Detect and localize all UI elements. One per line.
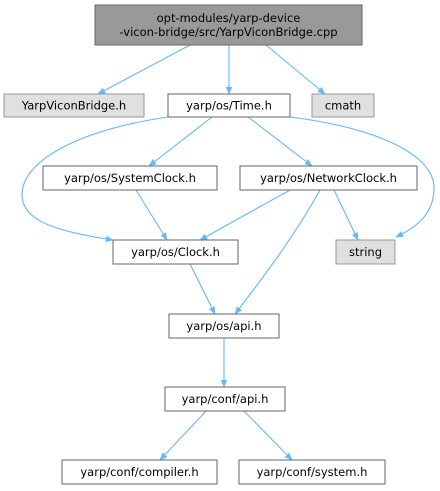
node-label: yarp/os/Time.h [186, 99, 272, 113]
edge-time-h-to-clock-h [21, 116, 169, 243]
edge-systemclock-h-to-clock-h [135, 189, 168, 241]
edge-root-to-cmath [265, 44, 326, 95]
node-yarp-os-systemclock-h[interactable]: yarp/os/SystemClock.h [42, 165, 218, 191]
node-box [42, 165, 218, 191]
node-label: cmath [325, 99, 361, 113]
node-yarpviconbridge-h[interactable]: YarpViconBridge.h [3, 93, 145, 118]
node-root-yarpviconbridge-cpp[interactable]: opt-modules/yarp-device-vicon-bridge/src… [94, 4, 363, 46]
node-yarp-os-time-h[interactable]: yarp/os/Time.h [167, 93, 291, 118]
node-box [3, 93, 145, 118]
node-label: yarp/conf/system.h [257, 465, 368, 479]
edge-conf-api-h-to-system-h [243, 410, 293, 461]
node-yarp-conf-system-h[interactable]: yarp/conf/system.h [238, 459, 386, 485]
node-box [168, 313, 280, 339]
node-box [167, 93, 291, 118]
node-box [164, 386, 286, 412]
edge-networkclock-h-to-string [333, 189, 359, 241]
node-box [335, 239, 396, 265]
node-yarp-os-clock-h[interactable]: yarp/os/Clock.h [112, 239, 239, 265]
node-label: yarp/os/Clock.h [131, 245, 220, 259]
node-yarp-os-api-h[interactable]: yarp/os/api.h [168, 313, 280, 339]
edge-networkclock-h-to-os-api-h [234, 189, 321, 315]
node-label: yarp/conf/api.h [182, 392, 269, 406]
edge-conf-api-h-to-compiler-h [159, 410, 207, 461]
node-box [61, 459, 218, 485]
node-string[interactable]: string [335, 239, 396, 265]
node-label: opt-modules/yarp-device [157, 11, 301, 25]
node-label: yarp/os/NetworkClock.h [260, 171, 397, 185]
node-label: yarp/conf/compiler.h [80, 465, 198, 479]
edge-time-h-to-string [289, 116, 435, 238]
node-box [112, 239, 239, 265]
node-label: yarp/os/SystemClock.h [64, 171, 196, 185]
node-label: yarp/os/api.h [186, 319, 261, 333]
node-box [311, 93, 375, 118]
node-yarp-conf-compiler-h[interactable]: yarp/conf/compiler.h [61, 459, 218, 485]
edge-time-h-to-networkclock-h [247, 116, 313, 167]
node-yarp-os-networkclock-h[interactable]: yarp/os/NetworkClock.h [239, 165, 418, 191]
edge-root-to-yarpviconbridge-h [97, 44, 191, 95]
edge-networkclock-h-to-clock-h [199, 189, 291, 241]
node-label: -vicon-bridge/src/YarpViconBridge.cpp [119, 25, 337, 39]
node-yarp-conf-api-h[interactable]: yarp/conf/api.h [164, 386, 286, 412]
node-box [94, 4, 363, 46]
node-box [239, 165, 418, 191]
edge-clock-h-to-os-api-h [189, 263, 216, 315]
node-cmath[interactable]: cmath [311, 93, 375, 118]
node-label: string [349, 245, 382, 259]
edge-time-h-to-systemclock-h [148, 116, 213, 167]
node-label: YarpViconBridge.h [21, 99, 126, 113]
node-box [238, 459, 386, 485]
